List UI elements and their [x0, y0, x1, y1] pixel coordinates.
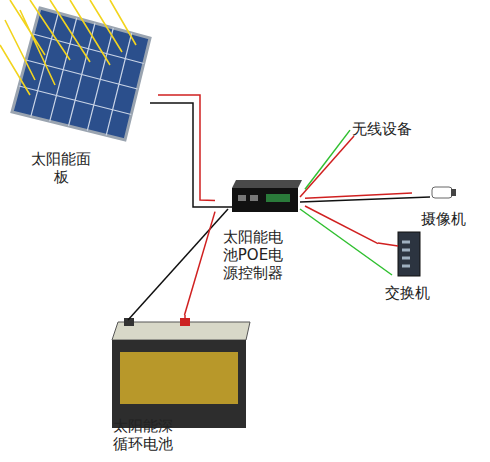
wire-connector [305, 130, 350, 189]
camera-body [432, 187, 452, 198]
node-label: 交换机 [380, 284, 434, 302]
controller-top [232, 180, 302, 188]
battery-label [120, 352, 238, 404]
controller-node: 太阳能电池POE电源控制器 [215, 178, 305, 290]
battery-body [112, 340, 246, 428]
solar-panel-node: 太阳能面板 [8, 8, 158, 193]
red-wire [184, 315, 186, 318]
node-label: 摄像机 [414, 210, 472, 228]
switch-ports [402, 242, 410, 266]
wire-connector [158, 95, 215, 200]
black-wire [150, 103, 232, 207]
node-label: 太阳能深循环电池 [110, 417, 176, 453]
green-wire [300, 209, 392, 275]
node-label: 太阳能电池POE电源控制器 [218, 228, 288, 282]
controller-port [250, 195, 258, 201]
red-wire [300, 136, 354, 197]
panel-grid [19, 13, 144, 135]
sun-rays [0, 0, 136, 95]
controller-device [232, 180, 302, 212]
device-node: 无线设备 [350, 118, 430, 140]
black-wire [128, 209, 228, 320]
controller-body [232, 188, 298, 212]
controller-port [238, 195, 246, 201]
camera-node: 摄像机 [412, 180, 474, 232]
controller-terminal [266, 194, 290, 202]
node-label: 太阳能面板 [28, 150, 94, 186]
switch-node: 交换机 [378, 228, 436, 306]
node-label: 无线设备 [352, 120, 428, 138]
red-wire [378, 243, 398, 246]
camera [432, 187, 456, 198]
battery-terminal [180, 318, 190, 326]
camera-lens [451, 189, 456, 196]
wire-connector [305, 193, 412, 198]
solar-panel [0, 0, 150, 140]
switch [398, 232, 420, 276]
wire-connector [305, 206, 378, 244]
battery-node: 太阳能深循环电池 [105, 315, 255, 460]
switch-body [398, 232, 420, 276]
wire-connector [185, 212, 216, 315]
battery [112, 318, 250, 428]
